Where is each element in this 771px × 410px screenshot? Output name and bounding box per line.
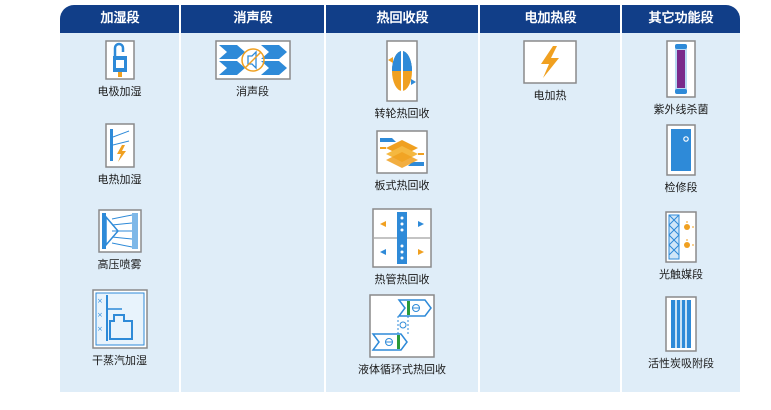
list-item[interactable]: 紫外线杀菌 xyxy=(622,40,740,116)
silencer-icon xyxy=(214,40,291,80)
electric-heating-humidifier-icon xyxy=(104,123,135,168)
list-item[interactable]: 板式热回收 xyxy=(326,130,478,192)
list-item[interactable]: 光触媒段 xyxy=(622,211,740,281)
plate-heat-recovery-icon xyxy=(376,130,428,174)
header-divider xyxy=(324,5,326,33)
access-door-icon xyxy=(666,124,696,176)
svg-text:×: × xyxy=(97,311,103,319)
column-other-functions: 紫外线杀菌 检修段 光触媒段 xyxy=(622,33,740,392)
header-divider xyxy=(179,5,181,33)
header-divider xyxy=(620,5,622,33)
list-item[interactable]: 活性炭吸附段 xyxy=(622,296,740,370)
svg-text:×: × xyxy=(97,297,103,305)
sections-panel: 电极加湿 电热加湿 高压喷雾 xyxy=(60,33,740,392)
item-label: 高压喷雾 xyxy=(97,258,142,271)
photocatalyst-icon xyxy=(665,211,697,263)
header-humidification: 加湿段 xyxy=(100,11,140,26)
column-electric-heating: 电加热 xyxy=(480,33,620,392)
list-item[interactable]: 电加热 xyxy=(480,40,620,102)
item-label: 转轮热回收 xyxy=(374,107,430,120)
liquid-circulation-heat-recovery-icon xyxy=(369,294,435,358)
column-silencer: 消声段 xyxy=(181,33,324,392)
item-label: 光触媒段 xyxy=(659,268,703,281)
activated-carbon-icon xyxy=(665,296,697,352)
item-label: 板式热回收 xyxy=(374,179,430,192)
column-divider xyxy=(324,33,326,392)
column-divider xyxy=(179,33,181,392)
item-label: 电极加湿 xyxy=(97,85,142,98)
dry-steam-humidifier-icon: × × × xyxy=(91,289,148,349)
item-label: 热管热回收 xyxy=(374,273,430,286)
list-item[interactable]: 热管热回收 xyxy=(326,208,478,286)
header-electric-heating: 电加热段 xyxy=(524,11,577,26)
item-label: 消声段 xyxy=(236,85,269,98)
electrode-humidifier-icon xyxy=(104,40,135,80)
item-label: 干蒸汽加湿 xyxy=(92,354,147,367)
column-humidification: 电极加湿 电热加湿 高压喷雾 xyxy=(60,33,179,392)
list-item[interactable]: 电极加湿 xyxy=(60,40,179,98)
item-label: 电加热 xyxy=(533,89,567,102)
rotary-wheel-heat-recovery-icon xyxy=(386,40,418,102)
list-item[interactable]: 检修段 xyxy=(622,124,740,194)
heat-pipe-recovery-icon xyxy=(372,208,432,268)
high-pressure-spray-icon xyxy=(97,209,142,253)
section-header-bar: 加湿段 消声段 热回收段 电加热段 其它功能段 xyxy=(60,5,740,33)
header-other-functions: 其它功能段 xyxy=(648,11,714,26)
list-item[interactable]: 转轮热回收 xyxy=(326,40,478,120)
column-heat-recovery: 转轮热回收 板式热回收 xyxy=(326,33,478,392)
item-label: 电热加湿 xyxy=(97,173,142,186)
item-label: 紫外线杀菌 xyxy=(653,103,709,116)
list-item[interactable]: 液体循环式热回收 xyxy=(326,294,478,376)
uv-sterilization-icon xyxy=(666,40,696,98)
svg-text:×: × xyxy=(97,325,103,333)
column-divider xyxy=(620,33,622,392)
list-item[interactable]: × × × 干蒸汽加湿 xyxy=(60,289,179,367)
list-item[interactable]: 电热加湿 xyxy=(60,123,179,186)
electric-heater-icon xyxy=(523,40,577,84)
item-label: 液体循环式热回收 xyxy=(358,363,446,376)
header-silencer: 消声段 xyxy=(233,11,273,26)
header-divider xyxy=(478,5,480,33)
header-heat-recovery: 热回收段 xyxy=(376,11,429,26)
item-label: 活性炭吸附段 xyxy=(648,357,714,370)
list-item[interactable]: 高压喷雾 xyxy=(60,209,179,271)
list-item[interactable]: 消声段 xyxy=(181,40,324,98)
column-divider xyxy=(478,33,480,392)
item-label: 检修段 xyxy=(664,181,698,194)
